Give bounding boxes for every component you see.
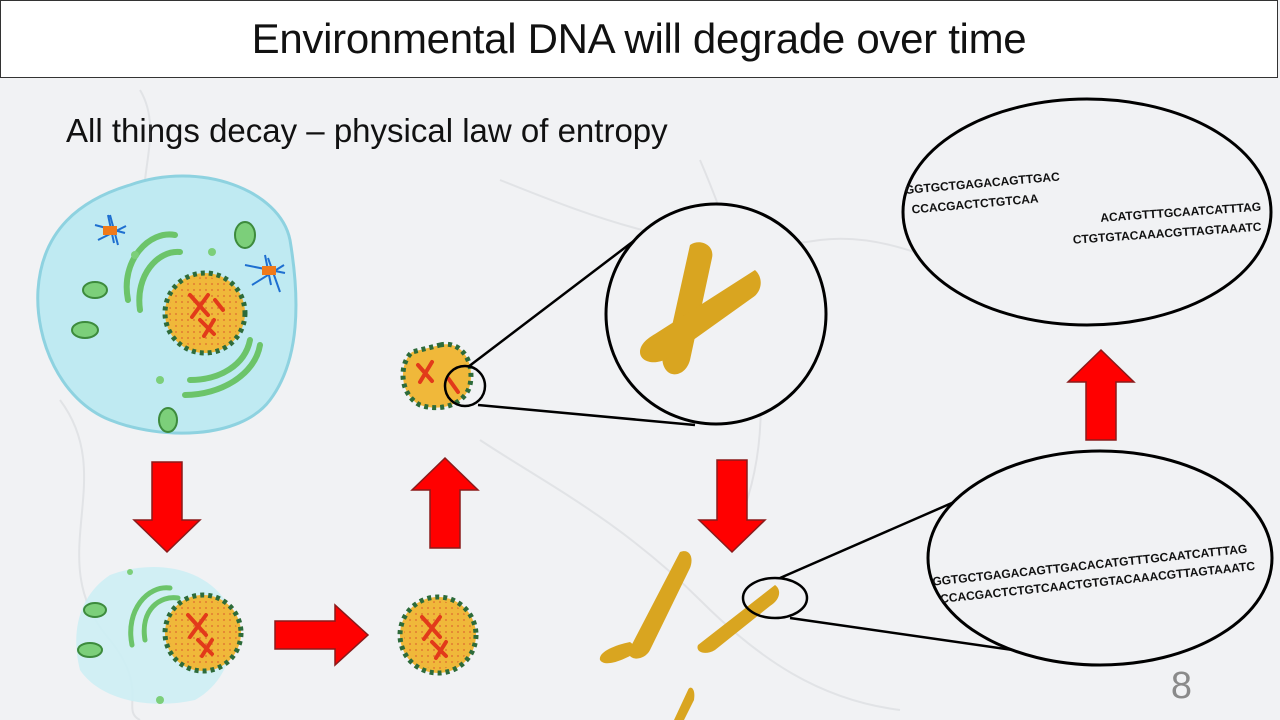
chromosome-zoom-callout	[443, 202, 828, 427]
slide-title: Environmental DNA will degrade over time	[251, 15, 1027, 62]
slide-subtitle: All things decay – physical law of entro…	[66, 112, 668, 149]
title-bar: Environmental DNA will degrade over time	[0, 0, 1278, 78]
arrow-up-middle	[410, 456, 480, 549]
page-number: 8	[1170, 665, 1192, 707]
intact-chromosome	[640, 242, 761, 375]
arrow-right-bottom	[274, 603, 370, 667]
degrading-cell	[76, 567, 244, 704]
arrow-down-middle	[697, 459, 767, 554]
fragmented-dna-ellipse	[901, 97, 1273, 327]
arrow-down-left	[132, 461, 202, 554]
arrow-up-right	[1066, 348, 1136, 441]
fragmented-chromosome	[599, 551, 780, 720]
intact-cell	[36, 174, 298, 435]
damaged-nucleus	[400, 341, 474, 411]
dna-zoom-callout	[741, 449, 1274, 667]
free-nucleus	[397, 594, 479, 676]
